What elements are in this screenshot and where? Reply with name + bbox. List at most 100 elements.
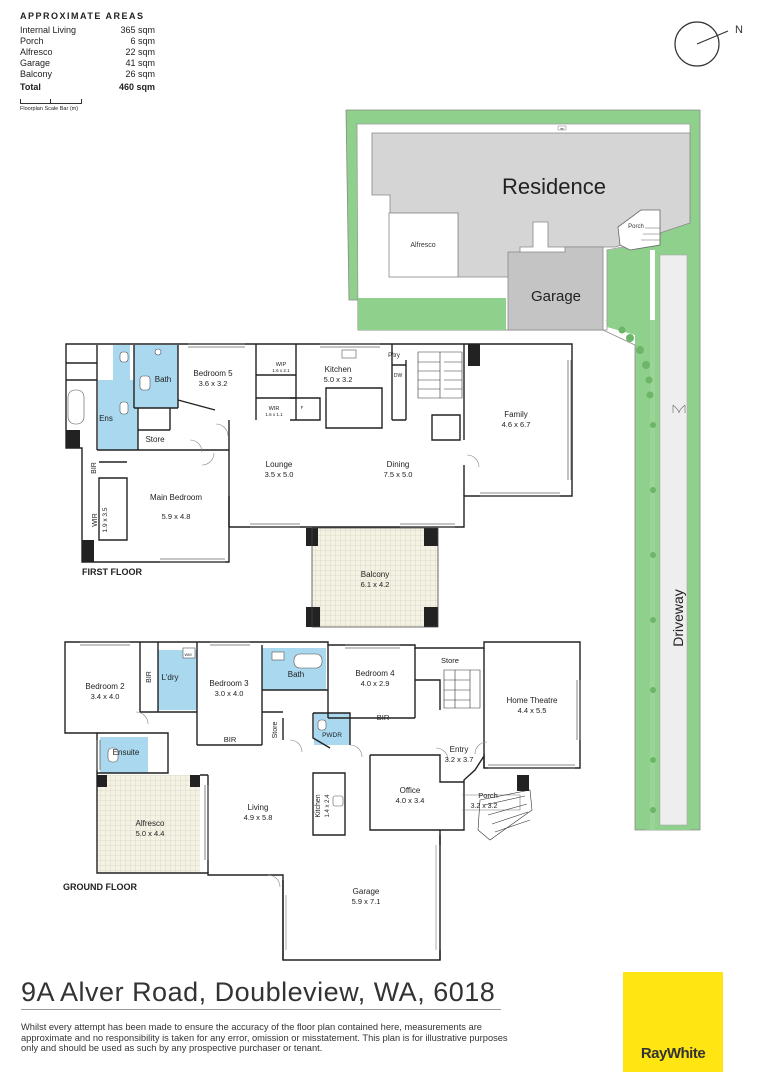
bir-label: BIR	[91, 462, 98, 474]
store-label: Store	[441, 656, 459, 665]
room-dims: 3.2 x 3.7	[445, 755, 474, 764]
store-label: Store	[272, 722, 279, 739]
room-dims: 5.9 x 7.1	[352, 897, 381, 906]
room-dims: 3.6 x 3.2	[199, 379, 228, 388]
property-address: 9A Alver Road, Doubleview, WA, 6018	[21, 977, 496, 1007]
areas-row-value: 6 sqm	[130, 36, 155, 46]
ensuite-label: Ens	[99, 414, 113, 423]
kitchen-dims: 1.4 x 2.4	[325, 794, 331, 818]
room-name: Bedroom 2	[85, 682, 125, 691]
room-name: Main Bedroom	[150, 493, 202, 502]
areas-row-label: Porch	[20, 36, 44, 46]
room-dims: 3.2 x 3.2	[471, 803, 498, 810]
room-name: Bedroom 3	[209, 679, 249, 688]
site-driveway-label: Driveway	[670, 589, 686, 647]
areas-row-value: 41 sqm	[125, 58, 155, 68]
room-name: Home Theatre	[507, 696, 559, 705]
site-garage-footprint	[507, 246, 604, 331]
site-alfresco-area	[388, 212, 459, 278]
areas-row-label: Internal Living	[20, 25, 77, 35]
areas-row: Internal Living 365 sqm	[20, 25, 155, 36]
room-dims: 3.5 x 5.0	[265, 470, 294, 479]
room-name: Balcony	[361, 570, 389, 579]
store-label: Store	[145, 435, 165, 444]
room-dims: 4.9 x 5.8	[244, 813, 273, 822]
areas-total-label: Total	[20, 82, 41, 92]
areas-row: Alfresco 22 sqm	[20, 47, 155, 58]
areas-row-value: 365 sqm	[120, 25, 155, 35]
room-dims: 7.5 x 5.0	[384, 470, 413, 479]
footer-divider	[21, 1009, 501, 1010]
wip-label: WIP	[276, 362, 287, 368]
room-dims: 5.0 x 3.2	[324, 375, 353, 384]
bath-label: Bath	[288, 670, 304, 679]
floor-plan-drawing: N tap Residence Alfresco Garage Porch Dr…	[63, 21, 743, 961]
wir-dims: 1.9 x 3.5	[102, 507, 109, 532]
wip-dims: 1.6 x 2.1	[272, 368, 290, 373]
areas-row: Porch 6 sqm	[20, 36, 155, 47]
alfresco-floor	[97, 775, 200, 873]
room-dims: 4.4 x 5.5	[518, 706, 547, 715]
bath-label: Bath	[155, 375, 171, 384]
areas-row-label: Balcony	[20, 69, 53, 79]
room-dims: 3.4 x 4.0	[91, 692, 120, 701]
room-dims: 5.0 x 4.4	[136, 829, 165, 838]
room-dims: 4.0 x 2.9	[361, 679, 390, 688]
areas-row: Balcony 26 sqm	[20, 69, 155, 80]
room-dims: 3.0 x 4.0	[215, 689, 244, 698]
areas-total-value: 460 sqm	[118, 82, 155, 92]
washing-machine-label: WM	[184, 652, 191, 657]
balcony-floor	[312, 528, 438, 627]
bir-label: BIR	[377, 713, 390, 722]
room-name: Office	[400, 786, 421, 795]
dishwasher-label: DW	[394, 373, 403, 379]
areas-table: APPROXIMATE AREAS Internal Living 365 sqm…	[20, 11, 155, 93]
ground-floor-plan: Bedroom 2 3.4 x 4.0 Bedroom 3 3.0 x 4.0 …	[63, 641, 581, 961]
room-dims: 4.0 x 3.4	[396, 796, 425, 805]
first-floor-title: FIRST FLOOR	[82, 567, 142, 577]
kitchen-label: Kitchen	[315, 794, 322, 817]
site-garage-label: Garage	[531, 288, 581, 305]
wir-label: WIR	[92, 513, 99, 527]
driveway-surface	[659, 254, 688, 826]
bir-label: BIR	[224, 735, 237, 744]
areas-row-label: Alfresco	[20, 47, 53, 57]
bir-label: BIR	[146, 671, 153, 683]
site-tap-label: tap	[560, 127, 565, 131]
logo-text: RayWhite	[640, 1045, 706, 1062]
areas-total-row: Total 460 sqm	[20, 82, 155, 93]
areas-row-value: 26 sqm	[125, 69, 155, 79]
raywhite-logo: RayWhite	[623, 972, 723, 1072]
room-name: Lounge	[266, 460, 293, 469]
compass-needle	[696, 30, 729, 45]
scale-bar: Floorplan Scale Bar (m)	[20, 99, 110, 112]
site-front-lawn	[358, 298, 506, 330]
fridge-label: F	[301, 405, 304, 410]
site-residence-label: Residence	[502, 174, 606, 199]
room-dims: 5.9 x 4.8	[162, 512, 191, 521]
laundry-label: L'dry	[161, 673, 178, 682]
areas-row-value: 22 sqm	[125, 47, 155, 57]
room-name: Family	[504, 410, 528, 419]
scale-bar-graphic	[20, 99, 82, 104]
areas-heading: APPROXIMATE AREAS	[20, 11, 145, 21]
first-floor-plan: Bedroom 5 3.6 x 3.2 Kitchen 5.0 x 3.2 Fa…	[65, 343, 573, 628]
powder-room-label: PWDR	[322, 732, 342, 739]
room-dims: 4.6 x 6.7	[502, 420, 531, 429]
room-name: Living	[248, 803, 269, 812]
pantry-label: P'try	[388, 353, 400, 359]
room-name: Bedroom 4	[355, 669, 395, 678]
site-lawn-border	[346, 110, 700, 830]
site-porch-label: Porch	[628, 224, 644, 230]
wir-small-dims: 1.6 x 1.1	[265, 412, 283, 417]
compass: N	[674, 21, 743, 67]
disclaimer-text: Whilst every attempt has been made to en…	[21, 1022, 508, 1054]
ensuite-label: Ensuite	[113, 748, 140, 757]
compass-north-label: N	[735, 24, 743, 36]
room-name: Bedroom 5	[193, 369, 233, 378]
room-name: Dining	[387, 460, 410, 469]
room-name: Entry	[450, 745, 469, 754]
residence-footprint	[371, 132, 691, 278]
wir-small-label: WIR	[269, 406, 280, 412]
